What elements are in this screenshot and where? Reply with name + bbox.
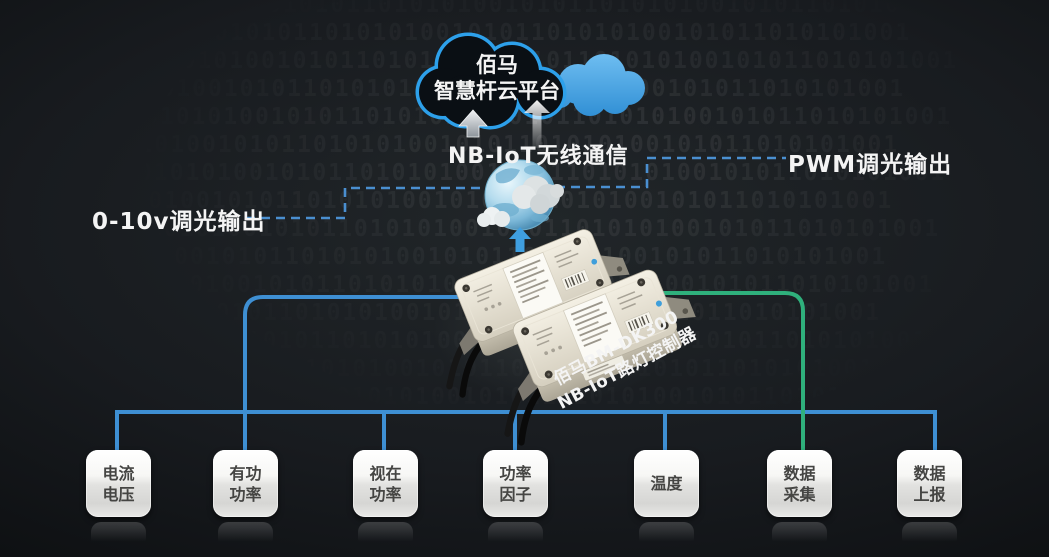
node-active-power: 有功 功率 [213, 450, 278, 548]
dashed-line-pwm [556, 156, 786, 189]
dimming-pwm-label: PWM调光输出 [788, 152, 953, 178]
binary-row: 1010100101011010101001010110101010010101… [0, 384, 922, 410]
node-label-line: 功率 [369, 484, 402, 504]
node-label-line: 上报 [913, 484, 946, 504]
node-current-voltage: 电流 电压 [86, 450, 151, 548]
node-label-line: 温度 [650, 474, 683, 493]
nb-iot-wireless-label: NB-IoT无线通信 [448, 144, 629, 169]
binary-row: 1010100101011010101001010110101010010101… [0, 244, 887, 270]
binary-row: 1010100101011010101001010110101010010101… [0, 216, 940, 242]
uplink-arrow-white-icon [524, 100, 550, 148]
binary-row: 1010100101011010101001010110101010010101… [0, 160, 947, 186]
cloud-title-line1: 佰马 [476, 53, 518, 77]
cloud-platform-icon [415, 32, 567, 130]
node-label-line: 功率 [229, 484, 262, 504]
globe-icon [477, 159, 564, 231]
node-label-line: 数据 [783, 463, 816, 483]
node-label-line: 功率 [499, 463, 532, 483]
node-label-line: 有功 [229, 463, 262, 483]
node-label-line: 电压 [102, 484, 135, 504]
binary-row: 1010100101011010101001010110101010010101… [0, 300, 881, 326]
node-label-line: 视在 [369, 463, 402, 483]
uplink-arrow-silver-icon [458, 109, 488, 138]
dimming-0-10v-label: 0-10v调光输出 [92, 209, 266, 235]
node-label-line: 电流 [102, 463, 135, 483]
node-label-line: 数据 [913, 463, 946, 483]
node-power-factor: 功率 因子 [483, 450, 548, 548]
node-label-line: 采集 [783, 484, 816, 504]
cloud-platform-title: 佰马 智慧杆云平台 [417, 52, 577, 104]
node-data-collection: 数据 采集 [767, 450, 832, 548]
uplink-arrow-blue-icon [509, 227, 531, 252]
cloud-title-line2: 智慧杆云平台 [434, 79, 560, 103]
globe-small-cloud-icon [477, 207, 510, 227]
binary-row: 1010100101011010101001010110101010010101… [0, 0, 965, 18]
dashed-line-0-10v [246, 186, 486, 220]
binary-row: 1010100101011010101001010110101010010101… [0, 132, 900, 158]
node-apparent-power: 视在 功率 [353, 450, 418, 548]
binary-row: 1010100101011010101001010110101010010101… [0, 188, 894, 214]
node-data-report: 数据 上报 [897, 450, 962, 548]
binary-row: 1010100101011010101001010110101010010101… [0, 356, 875, 382]
device-link-blue [243, 295, 500, 450]
globe-cloud-icon [512, 176, 564, 214]
node-temperature: 温度 [634, 450, 699, 548]
device-link-green [610, 291, 805, 450]
node-label-line: 因子 [499, 484, 532, 504]
